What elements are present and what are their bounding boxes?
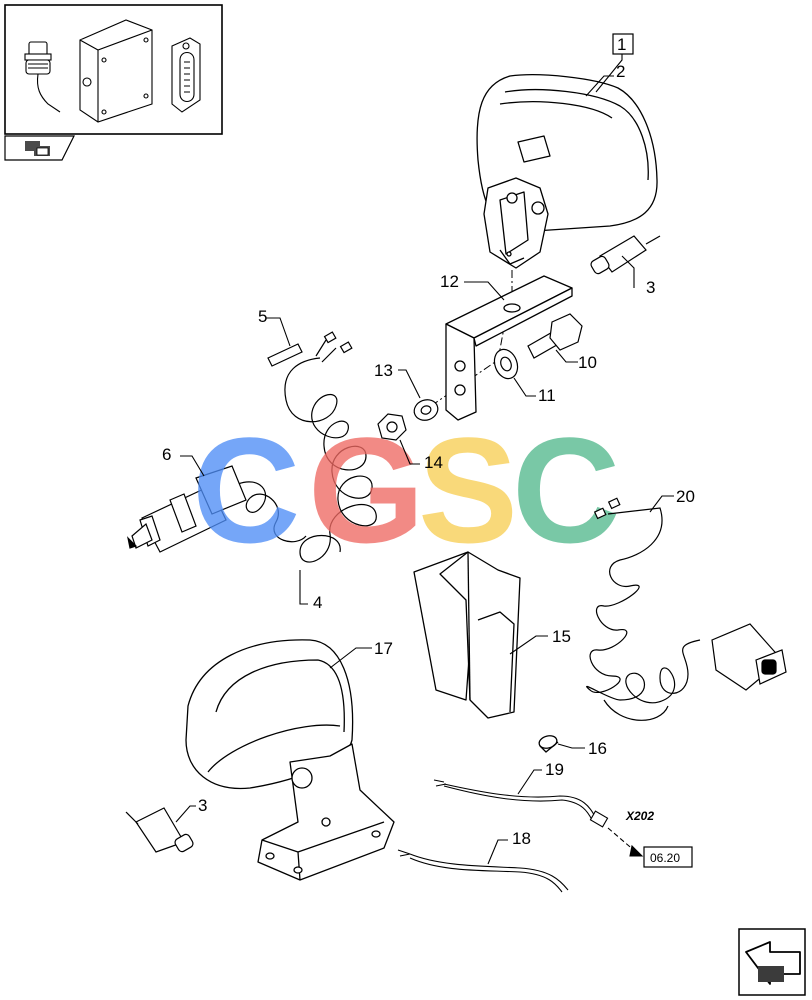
callout-18: 18	[512, 829, 531, 848]
cable-19	[433, 779, 644, 857]
callout-13: 13	[374, 361, 393, 380]
back-arrow-icon	[25, 141, 50, 156]
inset-panel	[4, 4, 223, 135]
cable-clip	[538, 735, 559, 753]
connector-icon	[171, 37, 201, 113]
watermark: C G S C	[192, 406, 620, 574]
washer-11	[493, 348, 519, 380]
watermark-letter-c1: C	[192, 406, 300, 574]
watermark-letter-s: S	[418, 406, 518, 574]
bolt	[527, 313, 583, 359]
nut	[377, 413, 407, 441]
coiled-cable-4	[237, 331, 377, 563]
callout-14: 14	[424, 453, 443, 472]
callout-19: 19	[545, 760, 564, 779]
watermark-letter-g: G	[308, 406, 425, 574]
callout-20: 20	[676, 487, 695, 506]
callout-3-lower: 3	[198, 796, 207, 815]
callout-16: 16	[588, 739, 607, 758]
connector-label: X202	[625, 809, 654, 823]
power-socket	[127, 465, 247, 553]
callout-10: 10	[578, 353, 597, 372]
page-reference-link[interactable]: 06.20	[643, 846, 693, 868]
work-lamp-upper	[476, 74, 658, 269]
callout-box-1	[612, 33, 634, 55]
callout-2: 2	[616, 62, 625, 81]
channel-holder	[413, 551, 521, 719]
leader-lines	[175, 52, 674, 865]
callout-3-upper: 3	[646, 278, 655, 297]
page-reference-text: 06.20	[650, 851, 680, 865]
proximity-sensor-icon	[24, 41, 61, 113]
next-page-arrow-icon	[745, 941, 801, 985]
watermark-letter-c2: C	[512, 406, 620, 574]
callout-15: 15	[552, 627, 571, 646]
next-page-button[interactable]	[738, 928, 806, 996]
callout-11: 11	[538, 386, 556, 405]
mounting-bracket	[445, 275, 573, 421]
callout-4: 4	[313, 593, 322, 612]
washer-13	[413, 399, 439, 421]
work-lamp-lower	[185, 639, 395, 881]
callout-17: 17	[374, 639, 393, 658]
callout-6: 6	[162, 445, 171, 464]
inset-tab[interactable]	[4, 135, 75, 161]
bulb-upper	[590, 235, 661, 275]
callout-1: 1	[617, 35, 626, 54]
control-box-icon	[79, 19, 153, 123]
coiled-cable-20	[586, 497, 787, 721]
callout-5: 5	[258, 307, 267, 326]
bulb-lower	[125, 807, 194, 853]
pin	[267, 343, 303, 367]
callout-12: 12	[440, 272, 459, 291]
callout-labels: 1 2 3 4 5 6 10 11 12 13 14 15 16 17 18 1…	[162, 33, 695, 848]
cable-18	[397, 849, 569, 893]
